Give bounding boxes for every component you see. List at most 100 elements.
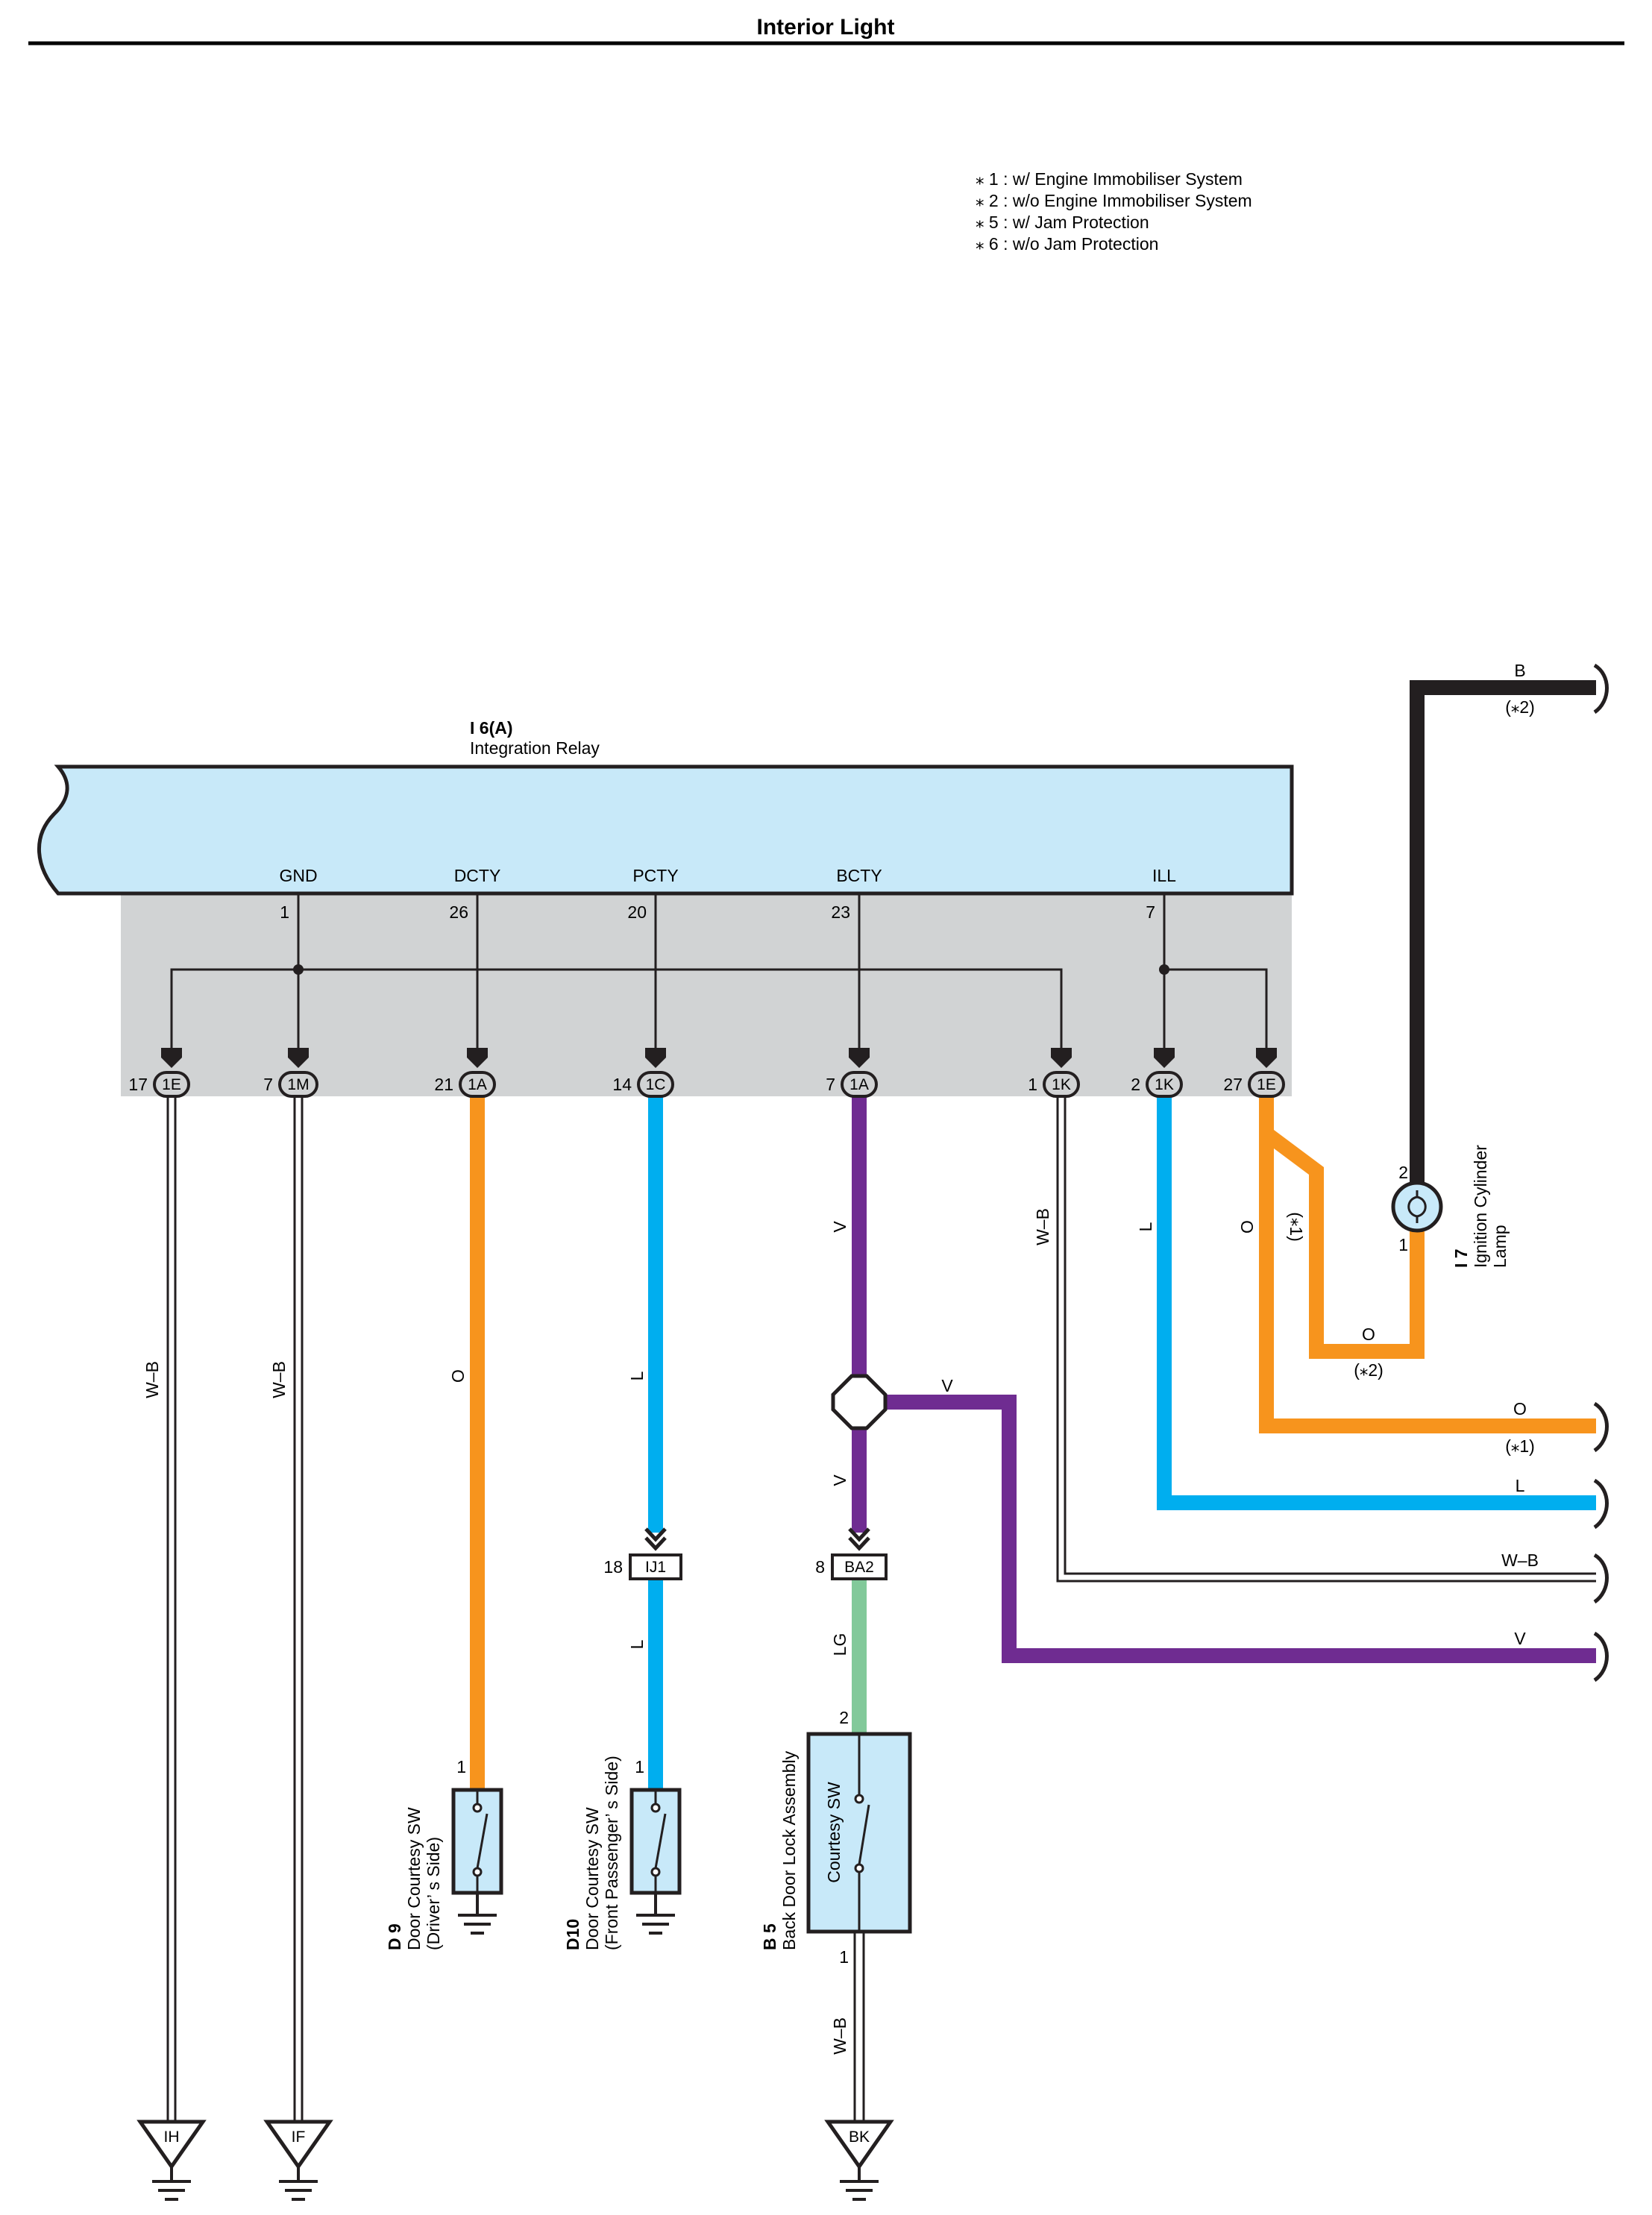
inline-connector-pin: 18: [603, 1557, 623, 1577]
terminal-gnd-label: GND: [279, 866, 317, 885]
connector-code: 1K: [1052, 1076, 1071, 1093]
connector-pin: 21: [434, 1075, 453, 1094]
ground-point-if: IF: [263, 2120, 333, 2201]
switch-contact-icon: [854, 1734, 870, 1932]
continuation-marks: [1593, 663, 1609, 1683]
connector-7-1m: 1M 7: [263, 1071, 318, 1098]
ignition-cylinder-lamp: 2 1 I 7 Ignition Cylinder Lamp: [1391, 1145, 1510, 1268]
assembly-pin-bottom: 1: [839, 1947, 849, 1967]
wire-label-l-pcty: L: [627, 1371, 647, 1380]
ground-symbol-icon: [458, 1914, 497, 1935]
internal-wiring: [170, 893, 1268, 1052]
door-courtesy-switch-passenger: 1 D10 Door Courtesy SW (Front Passenger’…: [563, 1756, 682, 1950]
wire-label-wb-1: W–B: [142, 1361, 162, 1398]
ground-point-bk: BK: [824, 2120, 894, 2201]
note-1: ⁎ 1 : w/ Engine Immobiliser System: [976, 169, 1243, 189]
connector-pills: 1E 17 1M 7 1A 21 1C 14 1A 7 1K 1: [128, 1071, 1285, 1098]
connector-pin: 2: [1131, 1075, 1140, 1094]
relay-pin-gnd: 1: [280, 902, 289, 922]
wire-label-right-o-note: (⁎1): [1505, 1436, 1535, 1456]
wire-label-wb-1k: W–B: [1033, 1208, 1052, 1245]
break-mark-b: [1593, 663, 1609, 714]
connector-code: 1E: [1257, 1076, 1276, 1093]
ground-code: BK: [849, 2128, 870, 2146]
back-door-lock-assembly: Courtesy SW 2 1 B 5 Back Door Lock Assem…: [760, 1708, 912, 1967]
connector-2-1k: 1K 2: [1131, 1071, 1183, 1098]
wire-label-wb-b5: W–B: [830, 2017, 849, 2055]
lamp-code: I 7: [1451, 1248, 1471, 1268]
switch-code: D 9: [385, 1923, 404, 1950]
ground-point-ih: IH: [136, 2120, 207, 2201]
ground-code: IH: [164, 2128, 180, 2146]
wire-labels: W–B W–B O L L V V V LG W–B W–B L O (⁎1) …: [142, 661, 1539, 2055]
lamp-bulb-icon: [1391, 1181, 1443, 1233]
terminal-ill-label: ILL: [1152, 866, 1176, 885]
connector-pin: 7: [263, 1075, 273, 1094]
connector-code: 1E: [162, 1076, 181, 1093]
assembly-code: B 5: [760, 1923, 779, 1950]
connector-pin: 14: [612, 1075, 632, 1094]
switch-pin: 1: [635, 1757, 644, 1776]
relay-pin-pcty: 20: [627, 902, 647, 922]
wire-label-right-wb: W–B: [1501, 1550, 1539, 1570]
wire-label-wb-2: W–B: [269, 1361, 289, 1398]
switch-code: D10: [563, 1919, 582, 1950]
connector-14-1c: 1C 14: [612, 1071, 674, 1098]
ground-symbol-icon: [152, 2167, 191, 2201]
splice-point: [831, 1374, 888, 1430]
switch-contact-icon: [472, 1790, 489, 1893]
wire-label-o-1e: O: [1237, 1220, 1257, 1234]
connector-code: 1M: [287, 1076, 309, 1093]
ground-symbol-icon: [840, 2167, 879, 2201]
note-3: ⁎ 5 : w/ Jam Protection: [976, 213, 1149, 232]
note-4: ⁎ 6 : w/o Jam Protection: [976, 234, 1158, 254]
wire-label-o-lamp: O: [1362, 1325, 1375, 1344]
connector-7-1a: 1A 7: [826, 1071, 878, 1098]
switch-name-line1: Door Courtesy SW: [582, 1807, 602, 1950]
harness-wires: [166, 680, 1596, 2122]
junction-gnd: [293, 964, 304, 975]
inline-connector-code: BA2: [844, 1559, 874, 1576]
wire-label-b-top: B: [1514, 661, 1525, 680]
break-mark-l: [1593, 1478, 1609, 1530]
connector-code: 1K: [1155, 1076, 1174, 1093]
ground-code: IF: [292, 2128, 306, 2146]
switch-name-line2: (Driver’ s Side): [424, 1837, 443, 1950]
relay-name: Integration Relay: [470, 738, 600, 758]
lamp-name-line1: Ignition Cylinder: [1471, 1145, 1490, 1268]
terminal-bcty-label: BCTY: [836, 866, 882, 885]
integration-relay: I 6(A) Integration Relay GND DCTY PCTY B…: [37, 718, 1294, 896]
lamp-name-line2: Lamp: [1490, 1225, 1510, 1268]
notes: ⁎ 1 : w/ Engine Immobiliser System ⁎ 2 :…: [976, 169, 1252, 254]
wire-label-o-dcty: O: [448, 1369, 468, 1383]
lamp-pin-top: 2: [1398, 1163, 1408, 1182]
wire-label-v-bcty-lower: V: [830, 1474, 849, 1486]
connector-pin: 7: [826, 1075, 835, 1094]
connector-1-1k: 1K 1: [1028, 1071, 1080, 1098]
diagram-title: Interior Light: [757, 15, 895, 40]
terminal-dcty-label: DCTY: [454, 866, 501, 885]
wire-label-o-lamp-note: (⁎2): [1354, 1360, 1384, 1380]
inline-connector-ij1: IJ1 18: [603, 1527, 682, 1580]
switch-name-line1: Door Courtesy SW: [404, 1807, 424, 1950]
relay-box: [37, 764, 1294, 896]
relay-terminal-area: [121, 891, 1292, 1096]
assembly-name: Back Door Lock Assembly: [779, 1750, 799, 1950]
assembly-pin-top: 2: [839, 1708, 849, 1727]
connector-21-1a: 1A 21: [434, 1071, 496, 1098]
break-mark-wb: [1593, 1553, 1609, 1604]
wire-label-lg: LG: [830, 1633, 849, 1656]
relay-code: I 6(A): [470, 718, 513, 738]
relay-pin-bcty: 23: [831, 902, 850, 922]
assembly-inner-label: Courtesy SW: [824, 1782, 844, 1883]
note-2: ⁎ 2 : w/o Engine Immobiliser System: [976, 191, 1252, 210]
connector-pin: 17: [128, 1075, 148, 1094]
relay-pin-dcty: 26: [449, 902, 468, 922]
inline-connector-code: IJ1: [645, 1559, 666, 1576]
break-mark-v: [1593, 1631, 1609, 1683]
switch-name-line2: (Front Passenger’ s Side): [602, 1756, 621, 1950]
relay-pin-ill: 7: [1146, 902, 1155, 922]
ground-symbol-icon: [279, 2167, 318, 2201]
wire-label-right-o: O: [1513, 1399, 1527, 1418]
